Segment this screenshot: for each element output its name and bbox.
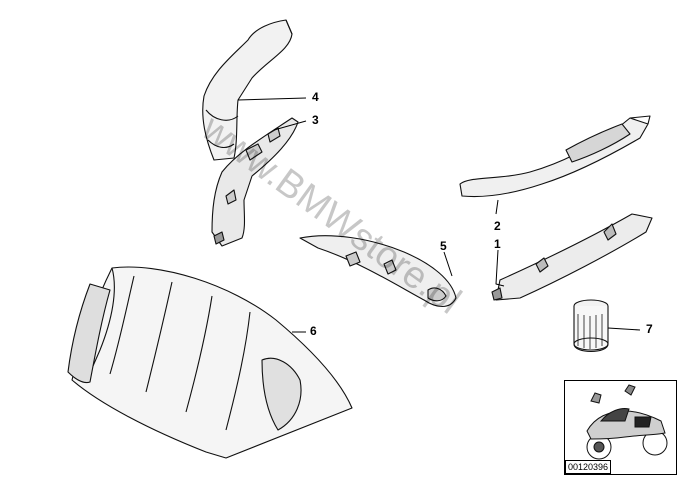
motorcycle-thumbnail bbox=[564, 380, 677, 475]
callout-7: 7 bbox=[646, 322, 653, 336]
part-6-soft-top bbox=[67, 266, 353, 459]
callout-2: 2 bbox=[494, 219, 501, 233]
callout-6: 6 bbox=[310, 324, 317, 338]
callout-4: 4 bbox=[312, 90, 319, 104]
callout-1: 1 bbox=[494, 237, 501, 251]
part-3-trim-panel bbox=[211, 117, 299, 247]
part-4-pillar-cover bbox=[202, 19, 293, 161]
part-1-lower-trim bbox=[491, 213, 653, 301]
callout-5: 5 bbox=[440, 239, 447, 253]
part-2-top-trim bbox=[459, 115, 651, 198]
thumbnail-code: 00120396 bbox=[565, 460, 612, 474]
part-5-handle-trim bbox=[299, 235, 457, 308]
part-7-filter bbox=[573, 299, 609, 353]
leader-lines bbox=[237, 97, 641, 333]
callout-3: 3 bbox=[312, 113, 319, 127]
motorcycle-icon bbox=[586, 384, 668, 460]
